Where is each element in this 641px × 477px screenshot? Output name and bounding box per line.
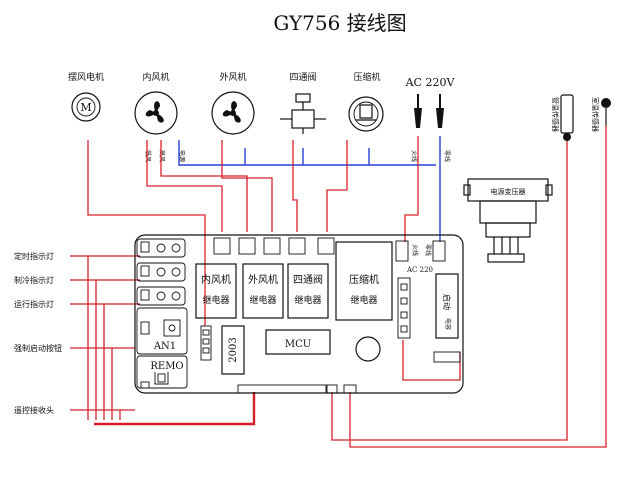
relay-outdoor-line1: 外风机 xyxy=(248,273,278,286)
relay-indoor-line1: 内风机 xyxy=(201,273,231,286)
driver-chip xyxy=(221,325,245,375)
indoor-fan-common-label: 电源 xyxy=(178,150,186,162)
room-sensor-label: 室温传感器 xyxy=(591,97,600,132)
indoor-fan-low-label: 低风 xyxy=(144,150,152,162)
outdoor-fan-label: 外风机 xyxy=(219,71,246,83)
indoor-fan-relay xyxy=(195,237,393,321)
power-plug-icon xyxy=(414,94,444,128)
start-cap-label: 启动 xyxy=(442,294,452,310)
relay-valve-line1: 四通阀 xyxy=(293,273,323,286)
control-board xyxy=(134,234,464,394)
start-capacitor xyxy=(435,273,459,339)
four-way-valve-icon xyxy=(280,93,326,134)
svg-text:M: M xyxy=(80,101,91,114)
transformer-icon xyxy=(463,178,553,263)
pipe-sensor-icon xyxy=(560,94,574,141)
indicator-led-panel xyxy=(136,238,186,306)
relay-valve-line2: 继电器 xyxy=(294,294,321,306)
running-indicator-label: 运行指示灯 xyxy=(14,299,54,309)
indoor-fan-icon xyxy=(134,91,178,135)
mcu-chip xyxy=(265,329,331,355)
timer-indicator-label: 定时指示灯 xyxy=(14,251,54,261)
driver-chip-label: 2003 xyxy=(228,337,239,362)
outdoor-fan-icon xyxy=(211,91,255,135)
bottom-header xyxy=(237,384,357,394)
right-header xyxy=(397,277,461,363)
emergency-button-label: 强制启动按钮 xyxy=(14,343,62,353)
receiver-label: 遥控接收头 xyxy=(14,405,54,415)
emergency-button[interactable] xyxy=(136,307,188,355)
indoor-fan-label: 内风机 xyxy=(142,71,169,83)
swing-header xyxy=(200,325,212,361)
pipe-sensor-label: 管温传感器 xyxy=(551,97,560,132)
transformer-label: 电源变压器 xyxy=(491,187,526,196)
compressor-icon xyxy=(348,96,384,132)
live-wire-label: 火线 xyxy=(410,150,418,162)
remo-label: REMO xyxy=(150,361,183,372)
an1-label: AN1 xyxy=(153,341,176,352)
relay-indoor-line2: 继电器 xyxy=(202,294,229,306)
four-way-valve-label: 四通阀 xyxy=(289,72,316,83)
relay-compressor-line1: 压缩机 xyxy=(349,273,379,286)
swing-motor-label: 摆风电机 xyxy=(68,71,104,83)
start-cap-sublabel: 电容 xyxy=(444,318,452,330)
mcu-label: MCU xyxy=(285,339,311,350)
ac-supply-label: AC 220V xyxy=(405,76,456,89)
compressor-label: 压缩机 xyxy=(353,71,380,83)
relay-outdoor-line2: 继电器 xyxy=(249,294,276,306)
room-sensor-icon xyxy=(601,98,611,125)
relay-compressor-line2: 继电器 xyxy=(350,294,377,306)
ac-terminal-live: 火线 xyxy=(411,244,419,256)
buzzer xyxy=(355,336,381,362)
ac-terminal-label: AC 220 xyxy=(406,266,433,274)
indoor-fan-high-label: 高风 xyxy=(158,150,166,162)
cooling-indicator-label: 制冷指示灯 xyxy=(14,275,54,285)
remote-receiver xyxy=(136,355,188,389)
diagram-title: GY756 接线图 xyxy=(273,11,406,35)
ac-terminal-neutral: 零线 xyxy=(424,244,432,256)
swing-motor-icon: M xyxy=(71,92,101,122)
neutral-wire-label: 零线 xyxy=(443,150,451,162)
ac-terminal xyxy=(395,240,446,262)
